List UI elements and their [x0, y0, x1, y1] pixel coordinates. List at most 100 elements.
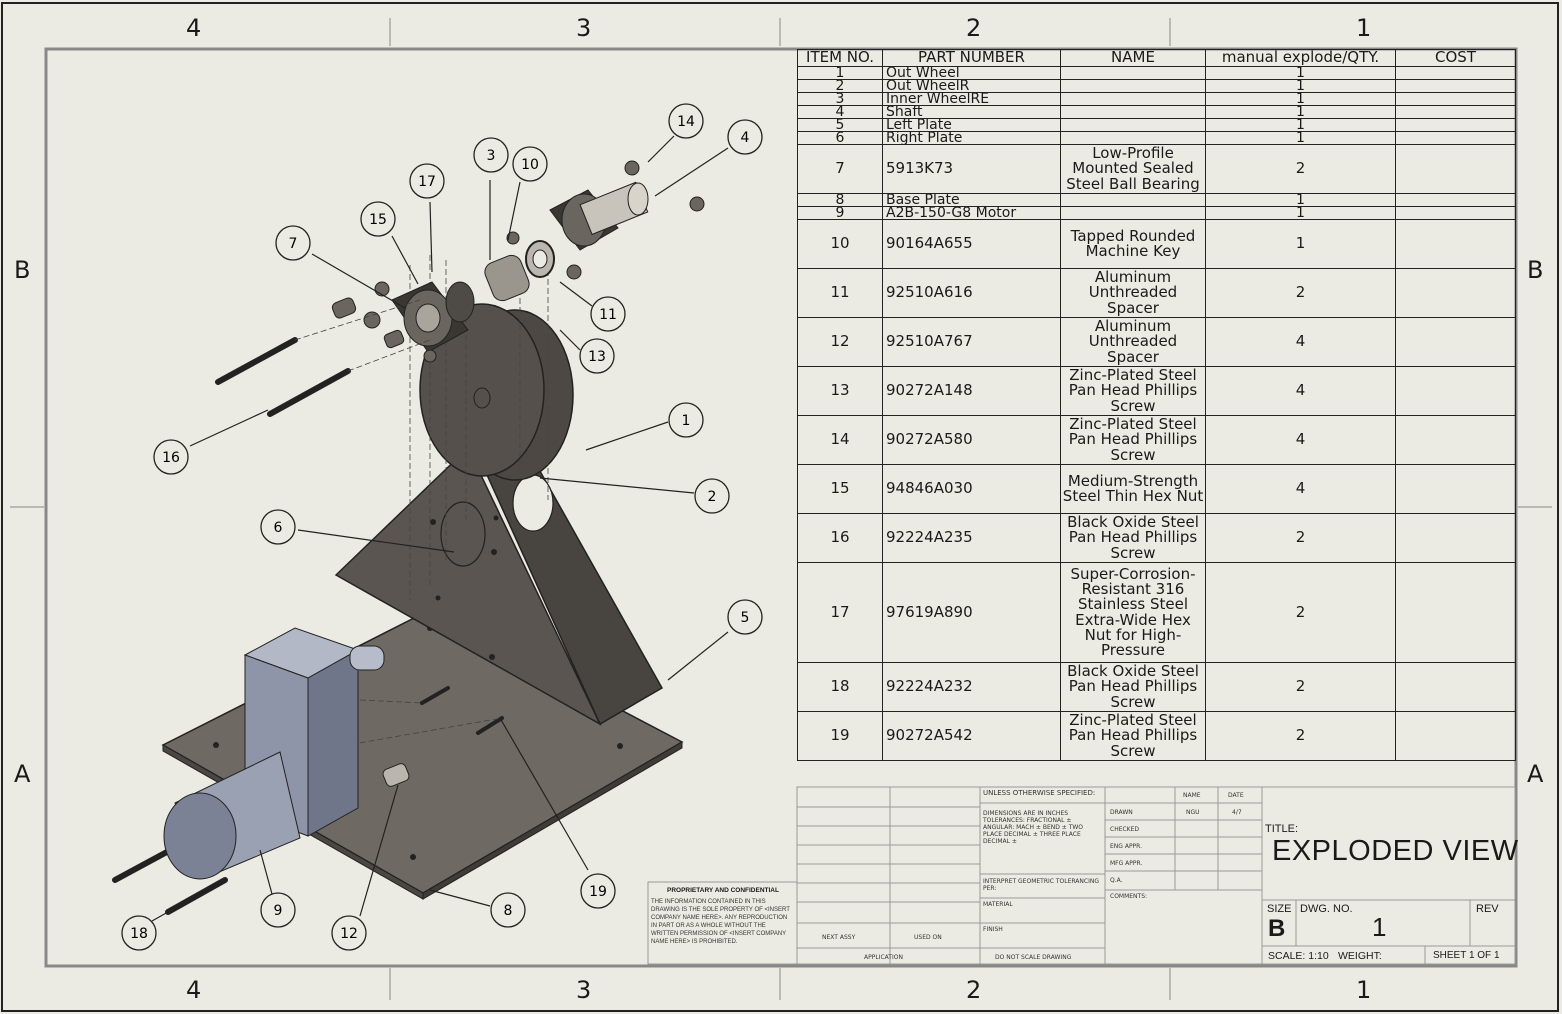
- bom-cost: [1395, 415, 1516, 465]
- balloon-label: 6: [274, 520, 283, 536]
- bom-name: [1060, 92, 1206, 106]
- dimensions-note: DIMENSIONS ARE IN INCHES TOLERANCES: FRA…: [983, 810, 1084, 845]
- bom-cost: [1395, 92, 1516, 106]
- proprietary-text: THE INFORMATION CONTAINED IN THIS DRAWIN…: [651, 899, 790, 945]
- size-label: SIZE: [1267, 903, 1292, 915]
- bom-cost: [1395, 513, 1516, 563]
- bom-qty: 2: [1205, 268, 1396, 318]
- bom-name: Black Oxide Steel Pan Head Phillips Scre…: [1060, 662, 1206, 712]
- bom-part-number: 94846A030: [882, 464, 1061, 514]
- balloon-18: 18: [121, 915, 157, 951]
- balloon-label: 2: [708, 489, 717, 505]
- bom-qty: 1: [1205, 79, 1396, 93]
- bom-item: 9: [797, 206, 883, 220]
- bom-header-qty: manual explode/QTY.: [1205, 49, 1396, 67]
- balloon-10: 10: [512, 146, 548, 182]
- checked-label: CHECKED: [1110, 826, 1140, 833]
- zone-row-a-left: A: [14, 760, 31, 788]
- bom-name: [1060, 131, 1206, 145]
- eng-appr-label: ENG APPR.: [1110, 843, 1143, 850]
- drawn-name: NGU: [1186, 809, 1200, 816]
- bom-cost: [1395, 562, 1516, 663]
- zone-row-a-right: A: [1527, 760, 1544, 788]
- bom-item: 15: [797, 464, 883, 514]
- bom-header-name: NAME: [1060, 49, 1206, 67]
- bom-qty: 4: [1205, 415, 1396, 465]
- interpret-note: INTERPRET GEOMETRIC TOLERANCING PER:: [983, 878, 1100, 892]
- bom-name: [1060, 118, 1206, 132]
- motor: [163, 627, 385, 880]
- bom-item: 14: [797, 415, 883, 465]
- balloon-4: 4: [727, 119, 763, 155]
- balloon-label: 15: [369, 212, 387, 228]
- bom-part-number: 90272A148: [882, 366, 1061, 416]
- bom-part-number: 90272A542: [882, 711, 1061, 761]
- balloon-5: 5: [727, 599, 763, 635]
- used-on-label: USED ON: [914, 934, 942, 941]
- bom-qty: 1: [1205, 92, 1396, 106]
- balloon-label: 8: [504, 903, 513, 919]
- bom-cost: [1395, 79, 1516, 93]
- comments-label: COMMENTS:: [1110, 893, 1148, 900]
- next-assy-label: NEXT ASSY: [822, 934, 856, 941]
- bom-cost: [1395, 317, 1516, 367]
- bom-part-number: 92224A232: [882, 662, 1061, 712]
- bom-name: Zinc-Plated Steel Pan Head Phillips Scre…: [1060, 415, 1206, 465]
- zone-col-2-top: 2: [966, 14, 982, 42]
- zone-col-4-bottom: 4: [186, 976, 202, 1004]
- bom-item: 2: [797, 79, 883, 93]
- dwg-no-label: DWG. NO.: [1300, 903, 1353, 915]
- balloon-16: 16: [153, 439, 189, 475]
- bom-part-number: Out Wheel: [882, 66, 1061, 80]
- bom-part-number: Inner WheelRE: [882, 92, 1061, 106]
- bom-cost: [1395, 711, 1516, 761]
- bom-header-item: ITEM NO.: [797, 49, 883, 67]
- bom-item: 16: [797, 513, 883, 563]
- bom-name: Aluminum Unthreaded Spacer: [1060, 268, 1206, 318]
- bom-qty: 2: [1205, 662, 1396, 712]
- scale-label: SCALE: 1:10: [1268, 950, 1329, 962]
- bom-part-number: 92510A616: [882, 268, 1061, 318]
- bom-name: Low-Profile Mounted Sealed Steel Ball Be…: [1060, 144, 1206, 194]
- balloon-label: 18: [130, 926, 148, 942]
- bom-item: 4: [797, 105, 883, 119]
- bom-part-number: 97619A890: [882, 562, 1061, 663]
- bom-qty: 2: [1205, 513, 1396, 563]
- finish-label: FINISH: [983, 926, 1003, 933]
- bom-cost: [1395, 464, 1516, 514]
- balloon-label: 17: [418, 174, 436, 190]
- bom-name: Zinc-Plated Steel Pan Head Phillips Scre…: [1060, 711, 1206, 761]
- bom-cost: [1395, 144, 1516, 194]
- size-value: B: [1268, 915, 1286, 942]
- bom-name: [1060, 206, 1206, 220]
- bom-part-number: 90272A580: [882, 415, 1061, 465]
- balloon-2: 2: [694, 478, 730, 514]
- balloon-label: 10: [521, 157, 539, 173]
- bill-of-materials: ITEM NO. PART NUMBER NAME manual explode…: [797, 49, 1516, 761]
- drawn-date: 4/7: [1232, 809, 1242, 816]
- balloon-label: 3: [487, 148, 496, 164]
- bom-item: 1: [797, 66, 883, 80]
- bom-cost: [1395, 662, 1516, 712]
- bom-name: [1060, 79, 1206, 93]
- bom-name: [1060, 66, 1206, 80]
- balloon-3: 3: [473, 137, 509, 173]
- balloon-11: 11: [590, 296, 626, 332]
- zone-col-4-top: 4: [186, 14, 202, 42]
- bom-qty: 4: [1205, 464, 1396, 514]
- bom-qty: 4: [1205, 366, 1396, 416]
- bom-item: 11: [797, 268, 883, 318]
- bom-item: 18: [797, 662, 883, 712]
